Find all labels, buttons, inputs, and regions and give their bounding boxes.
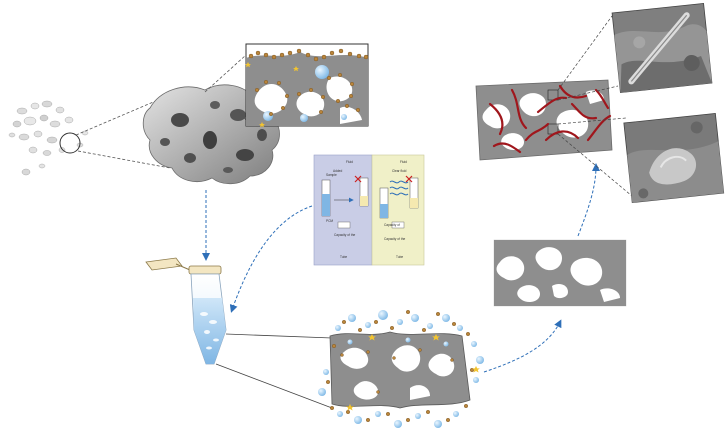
bone-granules [8, 100, 89, 176]
fiber-scaffold-block [475, 79, 613, 161]
yellow-text-fluid: Fluid [400, 160, 407, 164]
zoom-line-bottom-1 [557, 117, 627, 125]
coated-scaffold-block [329, 331, 471, 409]
blue-text-fluid: Fluid [346, 160, 353, 164]
magnify-line-top [75, 96, 166, 136]
arrow-protocol-to-tube [229, 205, 313, 313]
yellow-text-tube: Tube [396, 255, 403, 259]
zoom-line-top-1 [557, 15, 613, 91]
yellow-text-capacity-of-the: Capacity of the [384, 237, 405, 241]
block-nanoparticles [326, 310, 475, 423]
arrow-clean-to-fibers [577, 163, 600, 237]
scaffold-to-inset-line-2 [237, 109, 247, 121]
tube-to-block-line-bottom [215, 363, 333, 409]
zoom-line-top-2 [557, 85, 619, 101]
tube-to-block-line-top [225, 333, 333, 339]
porous-scaffold-3d [142, 84, 280, 185]
blue-text-capacity: Capacity of the [334, 233, 355, 237]
blue-text-sample: Sample [326, 173, 337, 177]
scaffold-to-inset-line [204, 54, 247, 93]
clean-scaffold-block [493, 239, 627, 307]
block-stars [346, 334, 480, 411]
yellow-text-clear-fluid: Clear fluid [392, 169, 407, 173]
zoom-line-bottom-2 [557, 133, 633, 197]
block-bubbles [318, 310, 484, 428]
blue-text-tube: Tube [340, 255, 347, 259]
blue-text-pcm: PCM [326, 219, 333, 223]
arrow-coated-to-clean [483, 319, 562, 373]
magnify-line-bottom [77, 150, 171, 169]
red-fibers [488, 84, 612, 154]
inset-stars [245, 62, 299, 128]
yellow-text-capacity-of: Capacity of [384, 223, 400, 227]
eppendorf-tube [145, 257, 227, 365]
blue-text-added: Added [333, 169, 342, 173]
magnify-circle [59, 132, 81, 154]
protocol-panel [313, 154, 425, 266]
sem-image-fiber [611, 2, 713, 94]
protocol-panel-text: Fluid Sample Added PCM Capacity of the T… [326, 160, 407, 259]
inset-nanoparticles [248, 48, 369, 116]
sem-image-cell [623, 112, 725, 204]
